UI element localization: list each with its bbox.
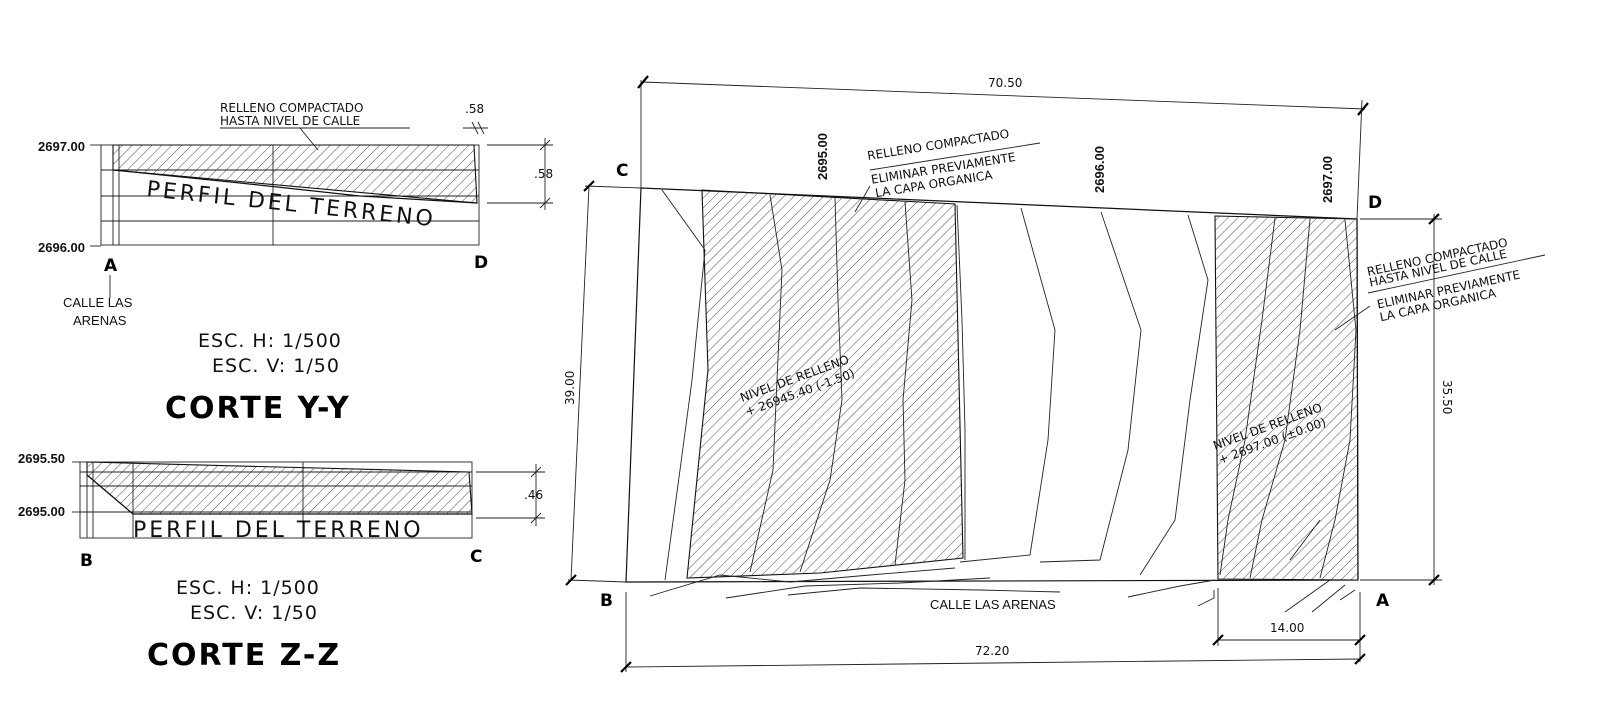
fill-zone-right [1214, 215, 1359, 581]
dim-right-yy: .58 [534, 167, 553, 181]
scale-h-yy: ESC. H: 1/500 [198, 330, 342, 352]
site-plan: 70.50 72.20 14.00 39.00 35.50 C D B A [563, 75, 1546, 673]
street-yy-2: ARENAS [73, 313, 127, 328]
section-yy: RELLENO COMPACTADO HASTA NIVEL DE CALLE … [38, 101, 553, 426]
profile-label-zz: PERFIL DEL TERRENO [133, 518, 424, 543]
corner-b: B [600, 591, 613, 611]
dim-bottom-plan: 72.20 [975, 644, 1009, 658]
elev-top-yy: 2697.00 [38, 139, 85, 154]
dim-left-plan: 39.00 [563, 371, 577, 405]
contour-label-3: 2697.00 [1320, 156, 1335, 203]
point-a-yy: A [104, 256, 118, 276]
corner-d: D [1368, 193, 1382, 213]
elev-bottom-yy: 2696.00 [38, 240, 85, 255]
section-zz: 2695.50 2695.00 .46 PERFIL DEL TERRENO B… [18, 451, 545, 673]
terrain-profile-zz [86, 474, 472, 515]
title-zz: CORTE Z-Z [147, 638, 341, 673]
scale-v-yy: ESC. V: 1/50 [212, 355, 340, 377]
dim-bottom-right-plan: 14.00 [1270, 621, 1304, 635]
fill-note-yy-2: HASTA NIVEL DE CALLE [220, 114, 360, 128]
contour-label-2: 2696.00 [1092, 146, 1107, 193]
elev-top-zz: 2695.50 [18, 451, 65, 466]
dim-right-zz: .46 [524, 488, 543, 502]
fill-zone-left [686, 189, 964, 579]
contour-label-1: 2695.00 [815, 133, 830, 180]
street-label-plan: CALLE LAS ARENAS [930, 597, 1056, 612]
site-boundary [625, 187, 1359, 583]
scale-h-zz: ESC. H: 1/500 [176, 577, 320, 599]
corner-c: C [616, 161, 628, 181]
dim-top-plan: 70.50 [988, 76, 1022, 90]
dim-right-plan: 35.50 [1440, 380, 1454, 414]
point-d-yy: D [474, 253, 488, 273]
terrain-profile-yy [112, 169, 478, 204]
dim-top-yy: .58 [465, 102, 484, 116]
section-zz-frame [79, 461, 473, 539]
point-c-zz: C [470, 547, 482, 567]
point-b-zz: B [80, 551, 93, 571]
fill-note-yy-1: RELLENO COMPACTADO [220, 101, 363, 115]
title-yy: CORTE Y-Y [165, 391, 351, 426]
corner-a: A [1376, 591, 1390, 611]
elev-bottom-zz: 2695.00 [18, 504, 65, 519]
street-yy-1: CALLE LAS [63, 295, 133, 310]
fill-area-zz [86, 461, 473, 515]
scale-v-zz: ESC. V: 1/50 [190, 602, 318, 624]
